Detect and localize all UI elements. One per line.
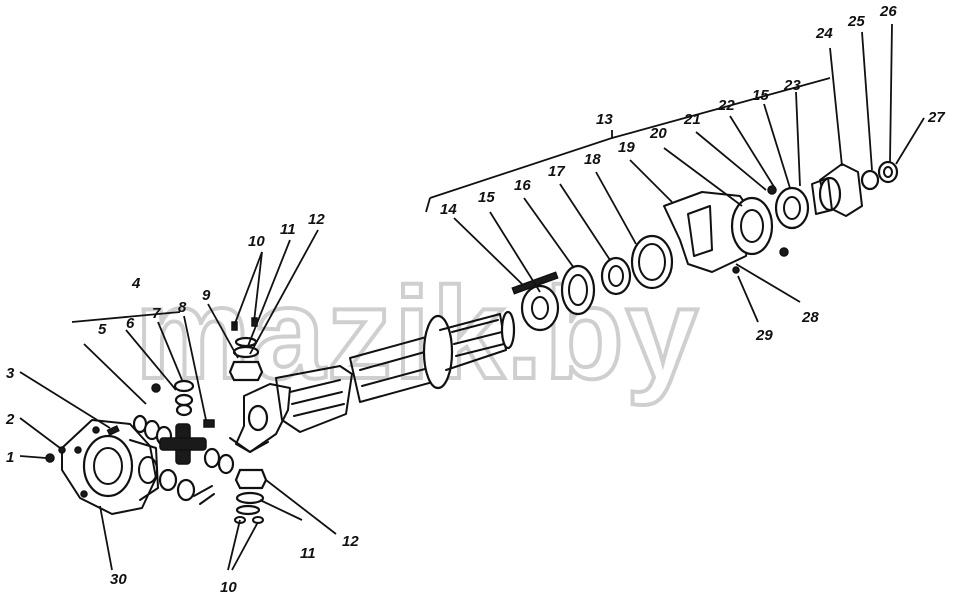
callout-18: 18 — [584, 151, 601, 168]
leader-lines — [19, 23, 925, 571]
callout-1: 1 — [6, 449, 14, 466]
callout-7: 7 — [152, 305, 161, 322]
callout-labels: 1 2 3 4 5 6 7 8 9 10 11 12 12 11 10 30 1… — [5, 3, 945, 596]
callout-9: 9 — [202, 287, 211, 304]
part-yoke-sleeve — [229, 365, 353, 453]
callout-3: 3 — [6, 365, 15, 382]
part-universal-joint — [132, 379, 235, 505]
callout-2: 2 — [5, 411, 15, 428]
callout-29: 29 — [755, 327, 773, 344]
callout-17: 17 — [548, 163, 565, 180]
callout-15-left: 15 — [478, 189, 495, 206]
callout-25: 25 — [847, 13, 865, 30]
callout-22: 22 — [717, 97, 735, 114]
callout-10-upper: 10 — [248, 233, 265, 250]
callout-13: 13 — [596, 111, 613, 128]
part-washers-lower — [234, 468, 268, 524]
callout-19: 19 — [618, 139, 635, 156]
callout-8: 8 — [178, 299, 187, 316]
callout-15-right: 15 — [752, 87, 769, 104]
callout-30: 30 — [110, 571, 127, 588]
callout-28: 28 — [801, 309, 819, 326]
callout-20: 20 — [649, 125, 667, 142]
callout-6: 6 — [126, 315, 135, 332]
part-center-bracket — [663, 191, 774, 273]
part-bearing-stack — [511, 234, 674, 332]
callout-21: 21 — [683, 111, 701, 128]
part-flange-housing — [61, 419, 159, 515]
callout-24: 24 — [815, 25, 833, 42]
callout-12-upper: 12 — [308, 211, 325, 228]
callout-11-lower: 11 — [300, 545, 316, 562]
part-output-flange — [811, 160, 899, 217]
callout-26: 26 — [879, 3, 897, 20]
callout-5: 5 — [98, 321, 107, 338]
callout-4: 4 — [131, 275, 141, 292]
callout-11-upper: 11 — [280, 221, 296, 238]
callout-27: 27 — [927, 109, 945, 126]
callout-23: 23 — [783, 77, 801, 94]
callout-16: 16 — [514, 177, 531, 194]
callout-10-lower: 10 — [220, 579, 237, 596]
callout-12-lower: 12 — [342, 533, 359, 550]
callout-14: 14 — [440, 201, 457, 218]
part-shaft-tube — [349, 310, 516, 403]
